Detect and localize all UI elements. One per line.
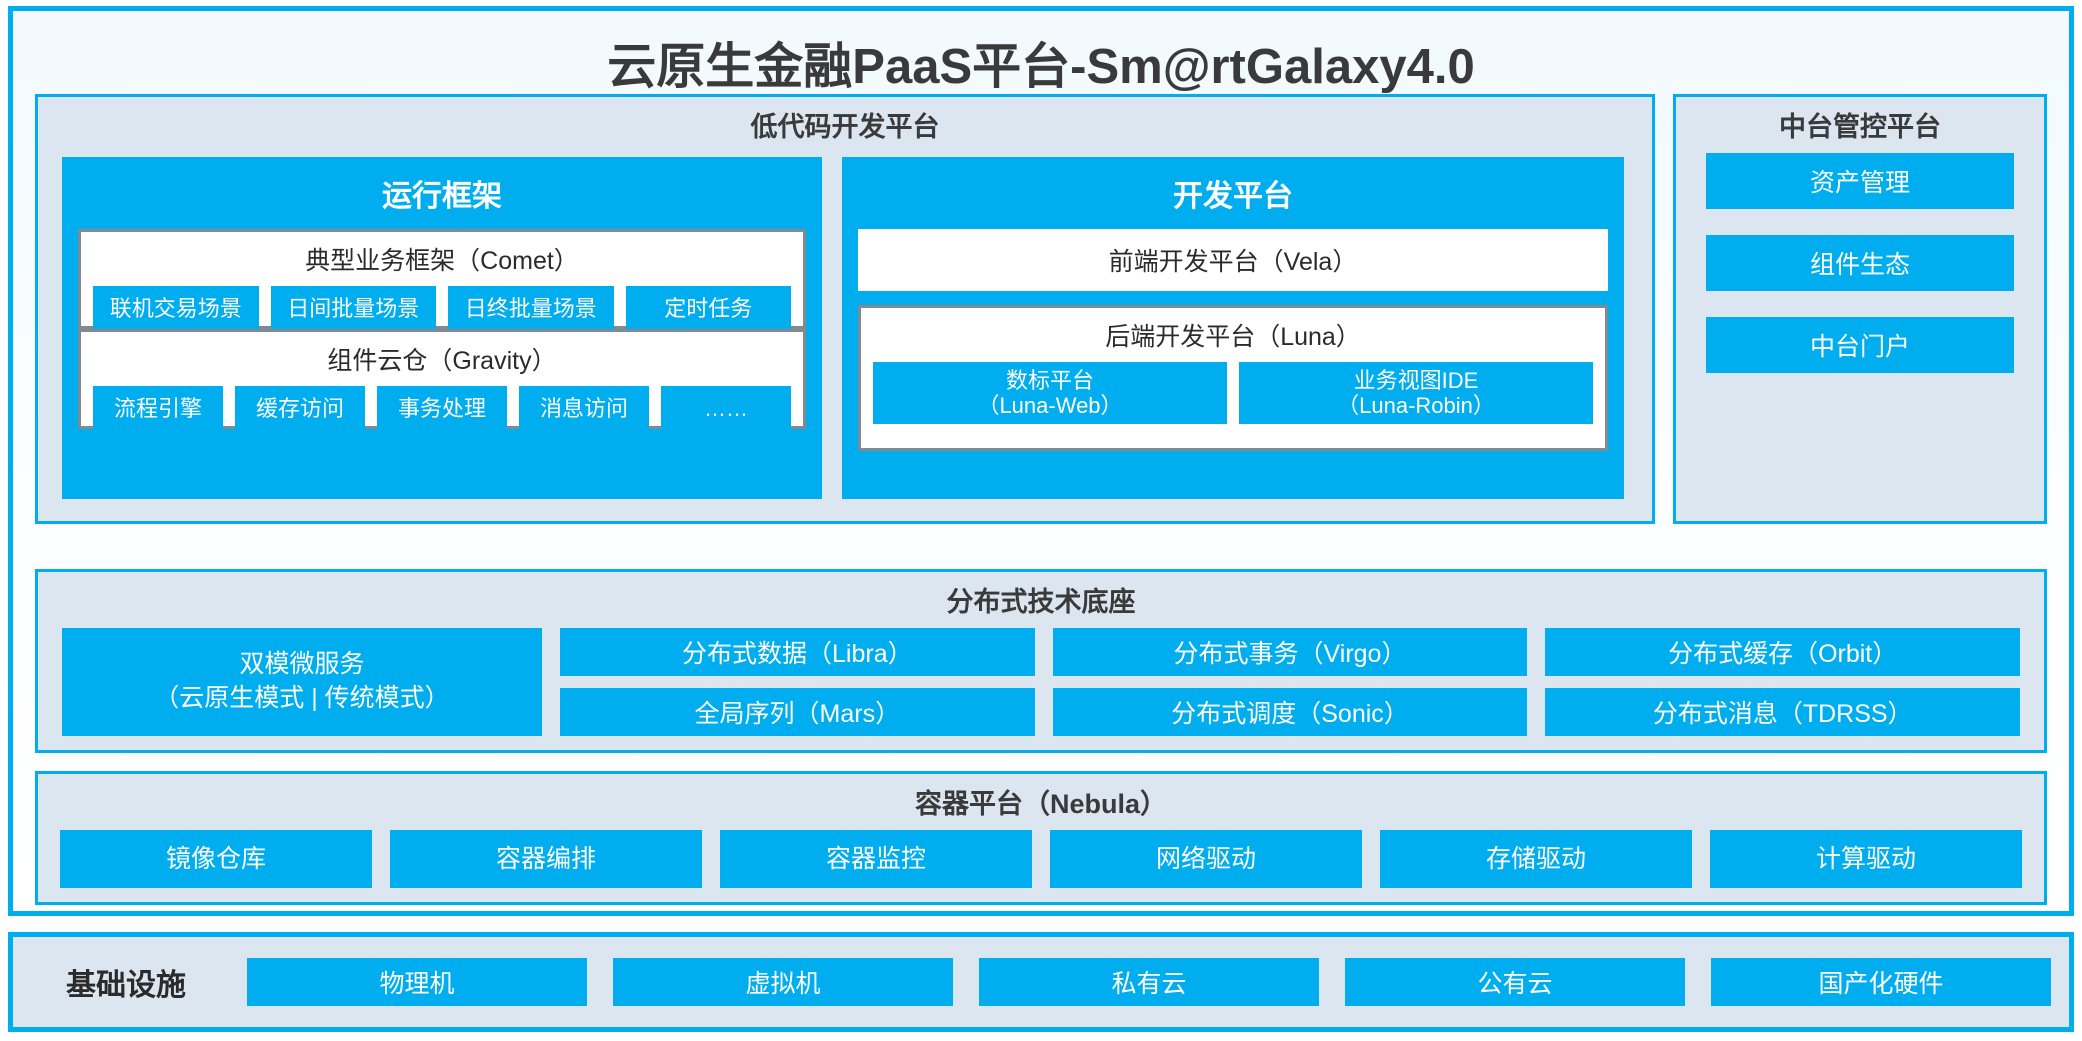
runtime-framework-box: 运行框架 典型业务框架（Comet） 联机交易场景 日间批量场景 日终批量场景 … <box>62 157 822 499</box>
gravity-chip-row: 流程引擎 缓存访问 事务处理 消息访问 …… <box>93 386 791 431</box>
chip-online-transaction[interactable]: 联机交易场景 <box>93 286 259 331</box>
chip-container-monitoring[interactable]: 容器监控 <box>720 830 1032 888</box>
chip-scheduled-task[interactable]: 定时任务 <box>625 286 791 331</box>
row-lowcode-and-midplatform: 低代码开发平台 运行框架 典型业务框架（Comet） 联机交易场景 日间批量场景… <box>35 94 2047 524</box>
platform-frame: 云原生金融PaaS平台-Sm@rtGalaxy4.0 低代码开发平台 运行框架 … <box>8 6 2074 916</box>
tech-column-1: 分布式数据（Libra） 全局序列（Mars） <box>560 628 1035 737</box>
chip-public-cloud[interactable]: 公有云 <box>1345 958 1685 1006</box>
tech-base-body: 双模微服务 （云原生模式 | 传统模式） 分布式数据（Libra） 全局序列（M… <box>38 628 2044 750</box>
luna-backend-box: 后端开发平台（Luna） 数标平台 （Luna-Web） 业务视图IDE （Lu… <box>858 305 1608 452</box>
runtime-framework-title: 运行框架 <box>382 180 502 214</box>
lowcode-platform-panel: 低代码开发平台 运行框架 典型业务框架（Comet） 联机交易场景 日间批量场景… <box>35 94 1655 524</box>
chip-eod-batch[interactable]: 日终批量场景 <box>448 286 614 331</box>
chip-mid-platform-portal[interactable]: 中台门户 <box>1706 317 2014 374</box>
chip-luna-web[interactable]: 数标平台 （Luna-Web） <box>873 362 1227 425</box>
comet-box: 典型业务框架（Comet） 联机交易场景 日间批量场景 日终批量场景 定时任务 <box>78 229 806 331</box>
tech-column-3: 分布式缓存（Orbit） 分布式消息（TDRSS） <box>1545 628 2021 737</box>
mid-platform-panel: 中台管控平台 资产管理 组件生态 中台门户 <box>1673 94 2047 524</box>
container-platform-body: 镜像仓库 容器编排 容器监控 网络驱动 存储驱动 计算驱动 <box>38 830 2044 902</box>
chip-domestic-hardware[interactable]: 国产化硬件 <box>1711 958 2051 1006</box>
chip-container-orchestration[interactable]: 容器编排 <box>390 830 702 888</box>
lowcode-platform-title: 低代码开发平台 <box>750 112 940 142</box>
chip-image-repository[interactable]: 镜像仓库 <box>60 830 372 888</box>
chip-dual-mode-microservice[interactable]: 双模微服务 （云原生模式 | 传统模式） <box>62 628 542 736</box>
chip-message-access[interactable]: 消息访问 <box>519 386 649 431</box>
lowcode-platform-body: 运行框架 典型业务框架（Comet） 联机交易场景 日间批量场景 日终批量场景 … <box>38 153 1652 521</box>
tech-base-title: 分布式技术底座 <box>946 587 1136 617</box>
chip-more-ellipsis[interactable]: …… <box>661 386 791 431</box>
chip-network-driver[interactable]: 网络驱动 <box>1050 830 1362 888</box>
page-title: 云原生金融PaaS平台-Sm@rtGalaxy4.0 <box>607 39 1475 94</box>
comet-title: 典型业务框架（Comet） <box>305 247 579 276</box>
chip-private-cloud[interactable]: 私有云 <box>979 958 1319 1006</box>
infrastructure-bar: 基础设施 物理机 虚拟机 私有云 公有云 国产化硬件 <box>8 932 2074 1032</box>
chip-asset-management[interactable]: 资产管理 <box>1706 153 2014 210</box>
container-platform-panel: 容器平台（Nebula） 镜像仓库 容器编排 容器监控 网络驱动 存储驱动 计算… <box>35 771 2047 905</box>
dev-platform-title: 开发平台 <box>1173 180 1293 214</box>
gravity-box: 组件云仓（Gravity） 流程引擎 缓存访问 事务处理 消息访问 …… <box>78 329 806 431</box>
chip-virtual-machine[interactable]: 虚拟机 <box>613 958 953 1006</box>
chip-intraday-batch[interactable]: 日间批量场景 <box>270 286 436 331</box>
chip-cache-access[interactable]: 缓存访问 <box>235 386 365 431</box>
infrastructure-label: 基础设施 <box>66 969 186 1002</box>
chip-distributed-message-tdrss[interactable]: 分布式消息（TDRSS） <box>1545 688 2021 737</box>
dev-platform-box: 开发平台 前端开发平台（Vela） 后端开发平台（Luna） 数标平台 （Lun… <box>842 157 1624 499</box>
chip-compute-driver[interactable]: 计算驱动 <box>1710 830 2022 888</box>
luna-title: 后端开发平台（Luna） <box>1105 323 1361 352</box>
chip-distributed-transaction-virgo[interactable]: 分布式事务（Virgo） <box>1052 628 1528 677</box>
tech-column-2: 分布式事务（Virgo） 分布式调度（Sonic） <box>1052 628 1528 737</box>
chip-process-engine[interactable]: 流程引擎 <box>93 386 223 431</box>
mid-platform-title: 中台管控平台 <box>1779 112 1941 142</box>
chip-component-ecosystem[interactable]: 组件生态 <box>1706 235 2014 292</box>
chip-luna-robin[interactable]: 业务视图IDE （Luna-Robin） <box>1239 362 1593 425</box>
vela-frontend-box[interactable]: 前端开发平台（Vela） <box>858 229 1608 292</box>
chip-global-sequence-mars[interactable]: 全局序列（Mars） <box>560 688 1035 737</box>
gravity-title: 组件云仓（Gravity） <box>327 347 557 376</box>
chip-transaction-processing[interactable]: 事务处理 <box>377 386 507 431</box>
chip-storage-driver[interactable]: 存储驱动 <box>1380 830 1692 888</box>
chip-physical-machine[interactable]: 物理机 <box>247 958 587 1006</box>
chip-distributed-cache-orbit[interactable]: 分布式缓存（Orbit） <box>1545 628 2021 677</box>
container-platform-title: 容器平台（Nebula） <box>914 789 1168 819</box>
tech-base-panel: 分布式技术底座 双模微服务 （云原生模式 | 传统模式） 分布式数据（Libra… <box>35 569 2047 753</box>
chip-distributed-data-libra[interactable]: 分布式数据（Libra） <box>560 628 1035 677</box>
chip-distributed-scheduling-sonic[interactable]: 分布式调度（Sonic） <box>1052 688 1528 737</box>
luna-chip-row: 数标平台 （Luna-Web） 业务视图IDE （Luna-Robin） <box>873 362 1593 425</box>
comet-chip-row: 联机交易场景 日间批量场景 日终批量场景 定时任务 <box>93 286 791 331</box>
